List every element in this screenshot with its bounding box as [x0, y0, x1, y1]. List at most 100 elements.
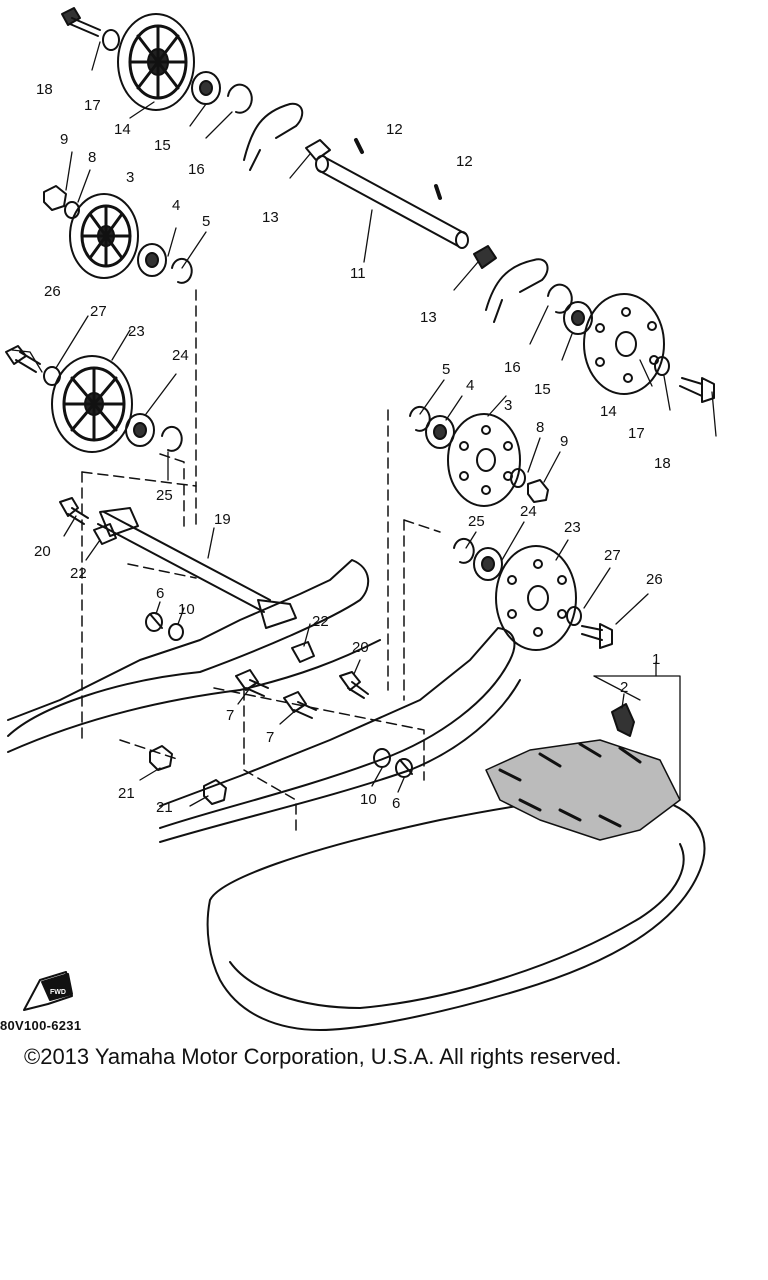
callout-6-right: 6 [392, 795, 400, 812]
callout-7-upper: 7 [226, 707, 234, 724]
wheel-3-left [69, 193, 139, 279]
callout-13-upper: 13 [262, 209, 279, 226]
callout-11: 11 [350, 265, 366, 282]
collar-6-left [145, 612, 163, 632]
washer-27-left [43, 366, 61, 386]
circlip-5-right [409, 405, 431, 432]
slide-rail-right-lower [159, 679, 521, 843]
callout-16-right: 16 [504, 359, 521, 376]
drawing-code: 80V100-6231 [0, 1018, 82, 1033]
callout-21-right: 21 [156, 799, 173, 816]
callout-10-left: 10 [178, 601, 195, 618]
callout-25-right: 25 [468, 513, 485, 530]
leader-lines [11, 41, 717, 807]
fwd-arrow-icon [23, 971, 73, 1011]
bearing-15-right [563, 301, 593, 335]
callout-23-right: 23 [564, 519, 581, 536]
circlip-16-right [547, 283, 573, 314]
callout-7-lower: 7 [266, 729, 274, 746]
callout-20-right: 20 [352, 639, 369, 656]
track-tread-pattern [485, 739, 681, 841]
callout-6-left: 6 [156, 585, 164, 602]
callout-25-left: 25 [156, 487, 173, 504]
set-screw-12-upper [354, 138, 364, 154]
axle-19 [97, 507, 297, 629]
callout-18-upper: 18 [36, 81, 53, 98]
spacer-13-lower [473, 245, 497, 269]
washer-17-upper [102, 29, 120, 51]
wheel-14-right [583, 293, 665, 395]
circlip-25-right [453, 537, 475, 564]
callout-15-right: 15 [534, 381, 551, 398]
callout-20-left: 20 [34, 543, 51, 560]
callout-3-left: 3 [126, 169, 134, 186]
fwd-label: FWD [50, 989, 66, 996]
shaft-11 [315, 155, 469, 249]
collar-6-right [395, 758, 413, 778]
bearing-4-right [425, 415, 455, 449]
set-screw-12-lower [434, 184, 442, 200]
callout-22-right: 22 [312, 613, 329, 630]
washer-27-right [566, 606, 582, 626]
bracket-22-right [291, 641, 315, 663]
callout-8-left: 8 [88, 149, 96, 166]
callout-18-right: 18 [654, 455, 671, 472]
nut-9-right [527, 479, 549, 503]
callout-13-lower: 13 [420, 309, 437, 326]
bolt-7-lower [283, 691, 317, 719]
callout-4-left: 4 [172, 197, 180, 214]
callout-17-right: 17 [628, 425, 645, 442]
bolt-20-right [339, 671, 369, 699]
bolt-18-right [679, 377, 715, 403]
drive-track-1 [206, 739, 706, 1031]
callout-10-right: 10 [360, 791, 377, 808]
callout-9-left: 9 [60, 131, 68, 148]
wheel-14-upper-left [117, 13, 195, 111]
track-clip-2 [611, 703, 635, 737]
bearing-24-left [125, 413, 155, 447]
callout-8-right: 8 [536, 419, 544, 436]
nut-9-left [43, 185, 67, 211]
callout-14-upper: 14 [114, 121, 131, 138]
bearing-4-left [137, 243, 167, 277]
washer-10-right [373, 748, 391, 768]
reference-lines [81, 289, 441, 831]
callout-19: 19 [214, 511, 231, 528]
wheel-23-left [51, 355, 133, 453]
callout-5-right: 5 [442, 361, 450, 378]
callout-21-left: 21 [118, 785, 135, 802]
callout-27-right: 27 [604, 547, 621, 564]
callout-15-upper: 15 [154, 137, 171, 154]
callout-24-right: 24 [520, 503, 537, 520]
callout-4-right: 4 [466, 377, 474, 394]
washer-8-left [64, 201, 80, 219]
bracket-upper-left [243, 102, 304, 171]
callout-14-right: 14 [600, 403, 617, 420]
nut-21-right [203, 779, 227, 805]
callout-5-left: 5 [202, 213, 210, 230]
slide-rail-left-lower [7, 639, 381, 753]
callout-17-upper: 17 [84, 97, 101, 114]
slide-rail-left [7, 559, 370, 737]
bracket-22-left [93, 523, 117, 545]
bearing-24-right [473, 547, 503, 581]
callout-26-left: 26 [44, 283, 61, 300]
callout-26-right: 26 [646, 571, 663, 588]
callout-2: 2 [620, 679, 628, 696]
washer-17-right [654, 356, 670, 376]
bracket-upper-right [485, 258, 549, 323]
circlip-25-left [161, 425, 183, 452]
wheel-3-right [447, 413, 521, 507]
callout-12-upper: 12 [386, 121, 403, 138]
callout-27-left: 27 [90, 303, 107, 320]
washer-8-right [510, 468, 526, 488]
spacer-13-upper [305, 139, 331, 161]
callout-labels: 18 17 14 15 16 9 8 3 4 5 12 12 13 11 13 … [34, 81, 671, 816]
callout-16-upper: 16 [188, 161, 205, 178]
circlip-5-left [171, 257, 193, 284]
callout-22-left: 22 [70, 565, 87, 582]
wheel-23-right [495, 545, 577, 651]
callout-3-right: 3 [504, 397, 512, 414]
bolt-18-upper [61, 7, 101, 37]
nut-21-left [149, 745, 173, 771]
